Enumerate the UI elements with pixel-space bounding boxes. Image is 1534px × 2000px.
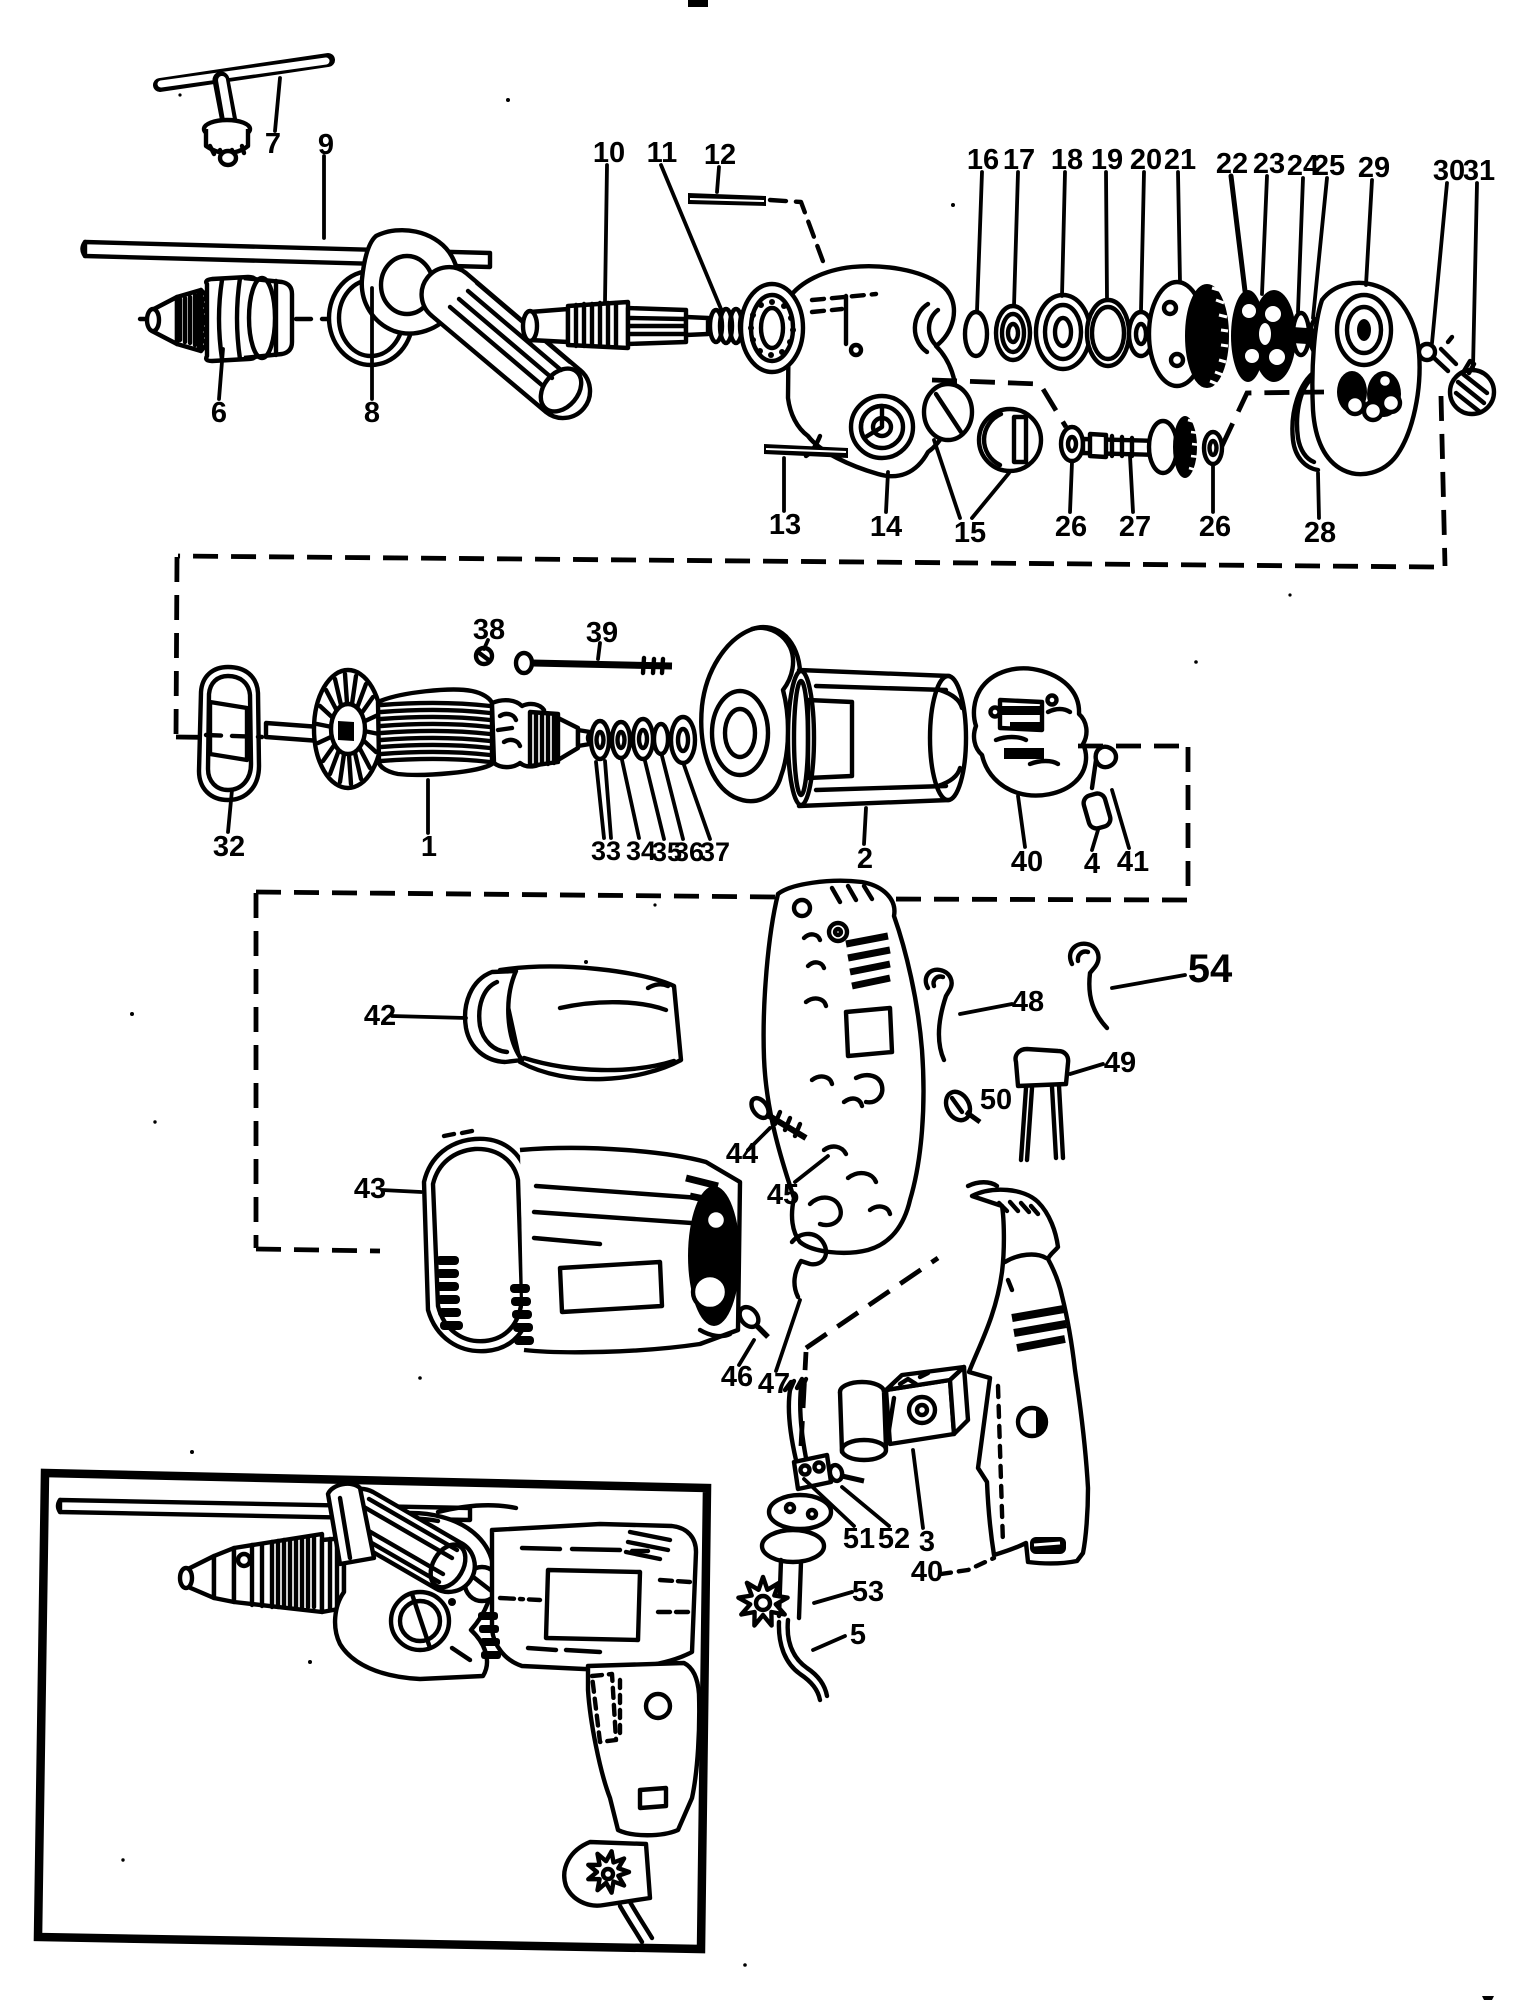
svg-text:49: 49 bbox=[1104, 1047, 1136, 1079]
svg-text:37: 37 bbox=[700, 837, 730, 867]
svg-text:9: 9 bbox=[318, 129, 334, 161]
svg-text:53: 53 bbox=[852, 1576, 884, 1608]
svg-text:24: 24 bbox=[1287, 150, 1319, 182]
svg-text:7: 7 bbox=[265, 128, 281, 160]
svg-text:40: 40 bbox=[1011, 846, 1043, 878]
svg-text:51: 51 bbox=[843, 1523, 875, 1555]
svg-text:42: 42 bbox=[364, 1000, 396, 1032]
svg-text:27: 27 bbox=[1119, 511, 1151, 543]
svg-text:25: 25 bbox=[1313, 150, 1345, 182]
svg-text:45: 45 bbox=[767, 1179, 799, 1211]
svg-text:16: 16 bbox=[967, 144, 999, 176]
svg-text:39: 39 bbox=[586, 617, 618, 649]
svg-text:8: 8 bbox=[364, 397, 380, 429]
svg-text:12: 12 bbox=[704, 139, 736, 171]
svg-text:38: 38 bbox=[473, 614, 505, 646]
svg-text:44: 44 bbox=[726, 1138, 758, 1170]
svg-text:40: 40 bbox=[911, 1556, 943, 1588]
svg-text:48: 48 bbox=[1012, 986, 1044, 1018]
svg-text:34: 34 bbox=[626, 836, 656, 866]
svg-text:35: 35 bbox=[652, 837, 682, 867]
svg-text:10: 10 bbox=[593, 137, 625, 169]
svg-text:14: 14 bbox=[870, 511, 902, 543]
svg-text:5: 5 bbox=[850, 1619, 866, 1651]
svg-text:30: 30 bbox=[1433, 155, 1465, 187]
svg-text:26: 26 bbox=[1199, 511, 1231, 543]
svg-text:29: 29 bbox=[1358, 152, 1390, 184]
svg-text:1: 1 bbox=[421, 831, 437, 863]
svg-text:50: 50 bbox=[980, 1084, 1012, 1116]
svg-text:28: 28 bbox=[1304, 517, 1336, 549]
svg-text:21: 21 bbox=[1164, 144, 1196, 176]
svg-text:3: 3 bbox=[919, 1526, 935, 1558]
svg-text:47: 47 bbox=[758, 1368, 790, 1400]
svg-text:33: 33 bbox=[591, 836, 621, 866]
svg-text:17: 17 bbox=[1003, 144, 1035, 176]
svg-text:36: 36 bbox=[674, 837, 704, 867]
svg-text:54: 54 bbox=[1188, 947, 1233, 991]
svg-text:13: 13 bbox=[769, 509, 801, 541]
svg-text:4: 4 bbox=[1084, 848, 1100, 880]
svg-text:32: 32 bbox=[213, 831, 245, 863]
svg-text:46: 46 bbox=[721, 1361, 753, 1393]
svg-text:20: 20 bbox=[1130, 144, 1162, 176]
svg-text:18: 18 bbox=[1051, 144, 1083, 176]
svg-text:41: 41 bbox=[1117, 846, 1149, 878]
svg-text:52: 52 bbox=[878, 1523, 910, 1555]
svg-text:15: 15 bbox=[954, 517, 986, 549]
svg-text:22: 22 bbox=[1216, 148, 1248, 180]
svg-text:23: 23 bbox=[1253, 148, 1285, 180]
svg-text:26: 26 bbox=[1055, 511, 1087, 543]
svg-text:11: 11 bbox=[647, 137, 678, 169]
svg-text:19: 19 bbox=[1091, 144, 1123, 176]
svg-text:31: 31 bbox=[1463, 155, 1495, 187]
svg-text:6: 6 bbox=[211, 397, 227, 429]
svg-text:43: 43 bbox=[354, 1173, 386, 1205]
svg-text:2: 2 bbox=[857, 843, 873, 875]
